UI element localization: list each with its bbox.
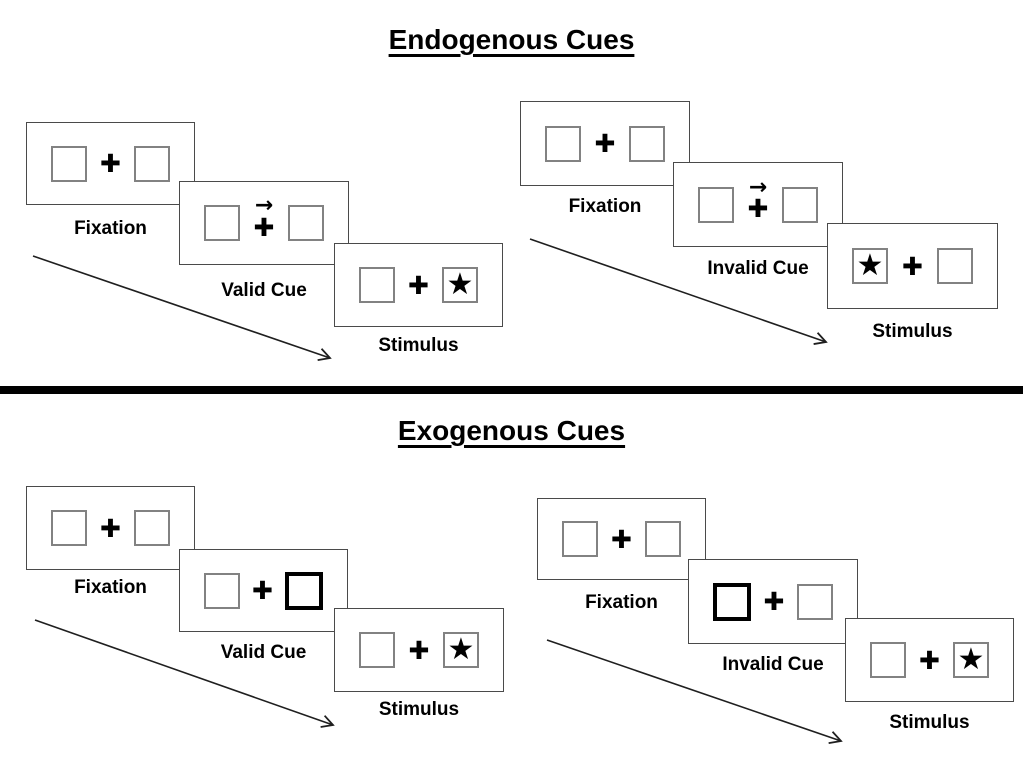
fixation-cross-icon: ✚ [100,149,121,178]
fixation-cross-icon: ✚ [747,194,769,224]
right-box-with-star: ★ [952,642,989,678]
cue-arrow-icon: → [748,174,768,200]
right-box [628,125,665,162]
panel-label: Fixation [568,196,642,217]
panel-label: Stimulus [889,712,970,733]
fixation-cross-icon: ✚ [408,270,429,300]
panel-label: Stimulus [872,321,953,342]
fixation-cross-icon: ✚ [408,635,430,665]
panel-label: Invalid Cue [707,258,809,279]
fixation-cross-icon: ✚ [252,576,273,605]
fixation-cross-icon: ✚ [902,251,923,281]
left-box [204,205,240,241]
timeline-arrow-exogenous-invalid [546,639,843,744]
panel-invalid-cue: → ✚ [673,162,843,247]
right-box-with-star: ★ [442,632,479,668]
section-title-text: Endogenous Cues [388,24,635,55]
left-box [51,145,87,182]
right-box [644,521,681,557]
right-box [796,583,833,620]
panel-label: Fixation [74,577,147,598]
fixation-cross-icon: ✚ [594,129,616,158]
panel-stimulus: ✚ ★ [845,618,1014,702]
left-box-bold-cue [713,582,751,621]
panel-invalid-cue: ✚ [688,559,858,644]
star-icon: ★ [447,632,475,667]
left-box [359,632,395,668]
left-box-with-star: ★ [852,248,888,284]
right-box-bold-cue [284,571,323,610]
section-title-endogenous: Endogenous Cues [0,24,1023,56]
star-icon: ★ [856,248,884,283]
timeline-arrow-exogenous-valid [34,619,335,728]
panel-valid-cue: → ✚ [179,181,349,265]
panel-fixation: ✚ [26,122,195,205]
panel-fixation: ✚ [537,498,706,580]
star-icon: ★ [957,642,985,677]
left-box [204,572,240,609]
right-box [287,205,324,241]
right-box [133,510,170,546]
left-box [870,642,906,678]
panel-stimulus: ✚ ★ [334,243,503,327]
central-cue: → ✚ [253,193,275,242]
panel-fixation: ✚ [26,486,195,570]
panel-label: Stimulus [378,335,459,356]
star-icon: ★ [446,267,474,302]
panel-valid-cue: ✚ [179,549,348,632]
cue-arrow-icon: → [254,193,274,219]
panel-label: Invalid Cue [722,654,824,675]
panel-fixation: ✚ [520,101,690,186]
fixation-cross-icon: ✚ [919,645,940,675]
right-box [936,248,973,284]
timeline-arrow-endogenous-invalid [529,238,828,345]
left-box [698,186,734,223]
panel-stimulus: ★ ✚ [827,223,998,309]
section-divider [0,386,1023,394]
section-title-text: Exogenous Cues [397,415,626,446]
right-box-with-star: ★ [441,267,478,303]
panel-stimulus: ✚ ★ [334,608,504,692]
right-box [781,186,818,223]
left-box [562,521,598,557]
right-box [133,145,170,182]
central-cue: → ✚ [747,174,769,224]
left-box [359,267,395,303]
panel-label: Stimulus [378,699,460,720]
left-box [51,510,87,546]
fixation-cross-icon: ✚ [763,587,785,616]
fixation-cross-icon: ✚ [253,212,275,242]
timeline-arrow-endogenous-valid [32,255,332,361]
panel-label: Valid Cue [220,642,307,663]
panel-label: Fixation [74,218,147,239]
panel-label: Valid Cue [221,280,307,301]
fixation-cross-icon: ✚ [100,513,121,543]
fixation-cross-icon: ✚ [611,524,632,554]
section-title-exogenous: Exogenous Cues [0,415,1023,447]
left-box [545,125,581,162]
panel-label: Fixation [585,592,658,613]
